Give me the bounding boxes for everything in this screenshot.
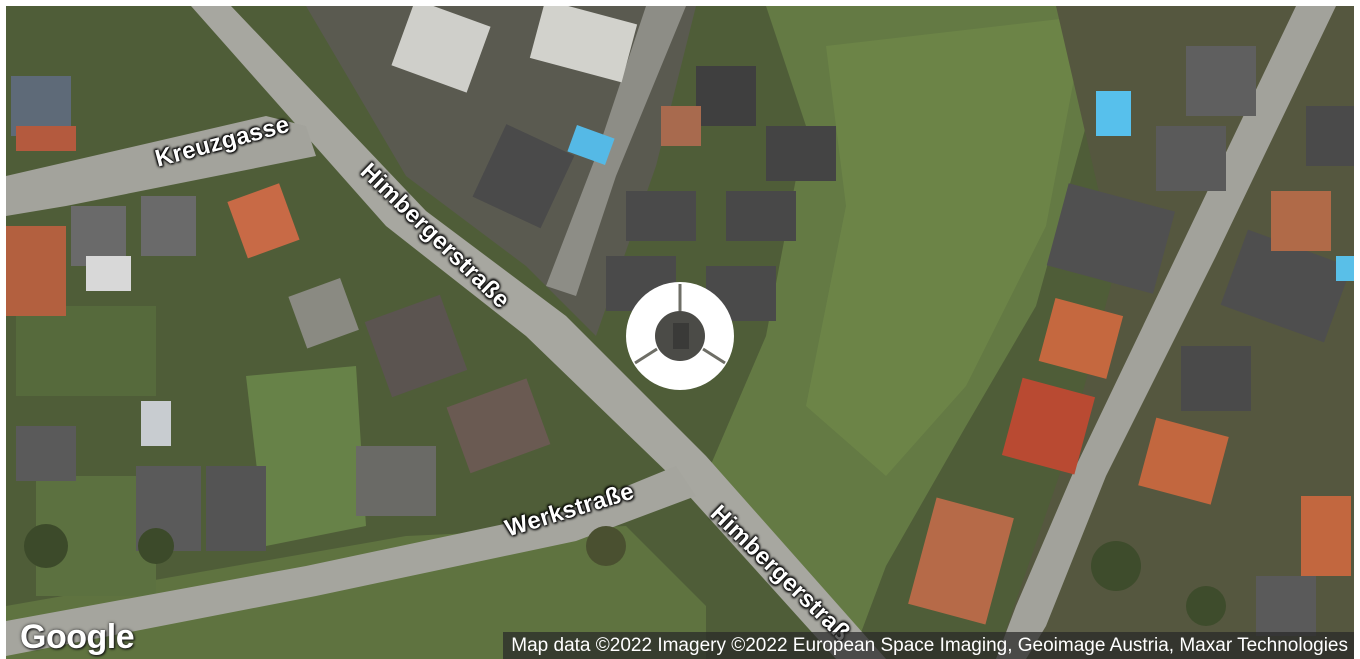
google-logo: Google: [20, 618, 135, 656]
map-imagery: [6, 6, 1354, 659]
map-attribution: Map data ©2022 Imagery ©2022 European Sp…: [503, 632, 1354, 659]
location-marker-icon[interactable]: [625, 281, 735, 391]
satellite-map[interactable]: Kreuzgasse Himbergerstraße Werkstraße Hi…: [6, 6, 1354, 659]
